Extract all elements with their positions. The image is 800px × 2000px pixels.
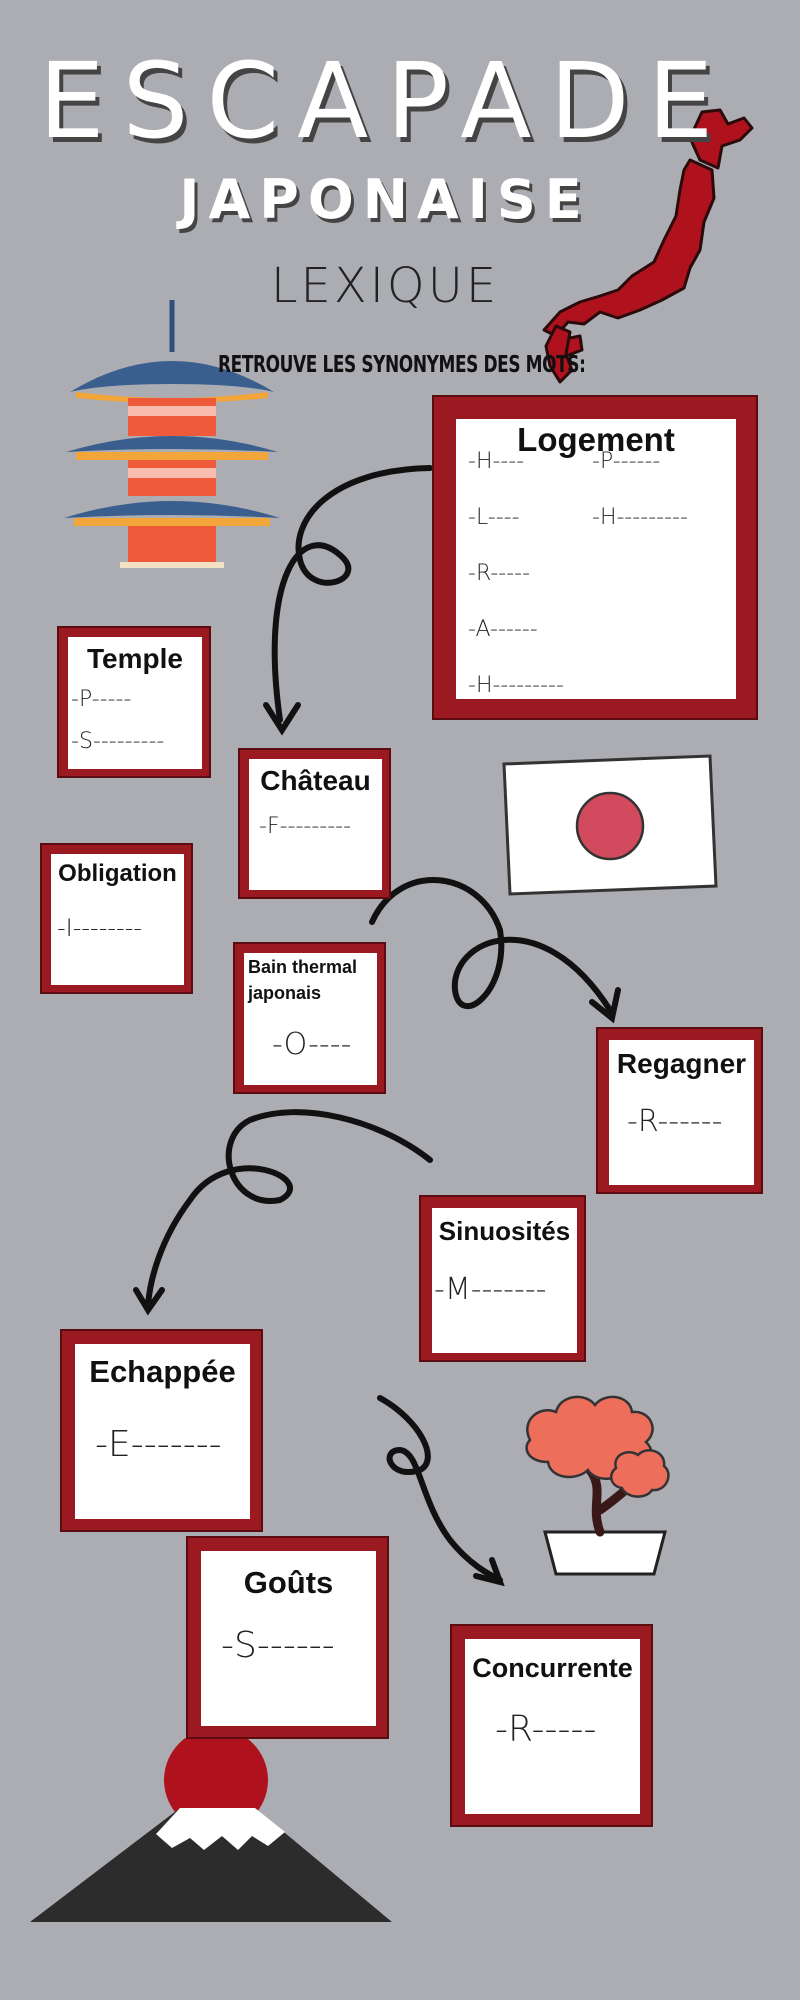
hint: -A------ <box>468 617 538 642</box>
card-regagner: Regagner -R------ <box>596 1027 763 1194</box>
card-title: Sinuosités <box>438 1216 571 1246</box>
hint: -I-------- <box>57 914 143 942</box>
card-title: Obligation <box>58 860 177 887</box>
card-title-line: japonais <box>248 983 322 1003</box>
hint: -H--------- <box>592 505 688 530</box>
mount-fuji-icon <box>30 1728 392 1922</box>
hint: -S--------- <box>71 729 165 754</box>
hint: -E------- <box>95 1424 222 1465</box>
hint: -S------ <box>221 1625 335 1666</box>
hint: -P----- <box>71 687 132 712</box>
card-temple: Temple -P----- -S--------- <box>57 626 211 778</box>
card-title: Château <box>260 765 371 796</box>
pagoda-icon <box>64 300 280 568</box>
card-title-line: Bain thermal <box>248 957 358 977</box>
card-echappee: Echappée -E------- <box>60 1329 263 1532</box>
card-title: Echappée <box>89 1354 236 1389</box>
hint: -F--------- <box>259 814 352 839</box>
hint: -O---- <box>272 1027 352 1062</box>
curly-arrow-icon <box>369 877 621 1024</box>
bonsai-icon <box>525 1395 670 1576</box>
hint: -R----- <box>495 1709 597 1750</box>
card-obligation: Obligation -I-------- <box>40 843 193 994</box>
hint: -M------- <box>434 1272 547 1307</box>
card-gouts: Goûts -S------ <box>186 1536 389 1739</box>
hint: -R------ <box>627 1104 723 1139</box>
hint: -L---- <box>468 505 520 530</box>
curly-arrow-icon <box>377 1395 505 1587</box>
hint: -P------ <box>592 449 661 474</box>
card-title: Temple <box>87 643 183 674</box>
card-title: Goûts <box>243 1565 334 1600</box>
card-logement: Logement -H---- -P------ -L---- -H------… <box>432 395 758 720</box>
card-title: Regagner <box>616 1048 747 1079</box>
curly-arrow-icon <box>263 465 433 736</box>
card-title: Concurrente <box>472 1653 633 1683</box>
card-bain-thermal: Bain thermal japonais -O---- <box>233 942 386 1094</box>
card-concurrente: Concurrente -R----- <box>450 1624 653 1827</box>
card-sinuosites: Sinuosités -M------- <box>419 1195 586 1362</box>
hint: -H--------- <box>468 673 564 698</box>
card-chateau: Château -F--------- <box>238 748 391 899</box>
curly-arrow-icon <box>133 1109 433 1316</box>
card-title: Logement <box>517 421 675 458</box>
hint: -R----- <box>468 561 531 586</box>
page-subtitle: JAPONAISE <box>179 168 591 231</box>
japan-map-icon <box>542 108 754 384</box>
page-title: ESCAPADE <box>38 40 732 162</box>
hint: -H---- <box>468 449 525 474</box>
japan-flag-icon <box>502 754 718 896</box>
instruction-text: RETROUVE LES SYNONYMES DES MOTS: <box>218 352 586 378</box>
section-title: LEXIQUE <box>270 258 500 314</box>
